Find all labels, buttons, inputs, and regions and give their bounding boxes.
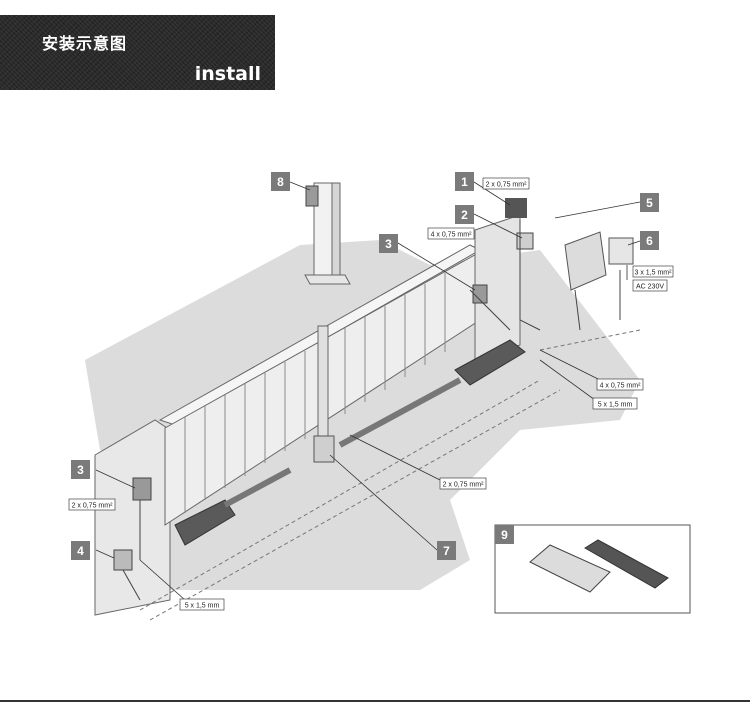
callout-8: 8 bbox=[271, 172, 290, 191]
bottom-divider bbox=[0, 700, 750, 702]
cable-label-1: 2 x 0,75 mm² bbox=[482, 177, 530, 190]
callout-5: 5 bbox=[640, 193, 659, 212]
photocell-post bbox=[304, 182, 351, 285]
svg-text:4 x 0,75 mm²: 4 x 0,75 mm² bbox=[431, 232, 473, 239]
release-lock bbox=[313, 435, 335, 463]
underground-conduit bbox=[139, 329, 641, 621]
callout-7: 7 bbox=[437, 541, 456, 560]
gate-motor-right bbox=[338, 339, 526, 448]
callout-4: 4 bbox=[71, 541, 90, 560]
flashing-light bbox=[505, 198, 527, 218]
svg-text:2 x 0,75 mm²: 2 x 0,75 mm² bbox=[486, 182, 528, 189]
svg-text:4: 4 bbox=[77, 544, 84, 558]
svg-text:3: 3 bbox=[77, 463, 84, 477]
control-box bbox=[564, 231, 607, 291]
leader-lines bbox=[95, 181, 641, 601]
callout-6: 6 bbox=[640, 231, 659, 250]
key-selector bbox=[113, 549, 133, 571]
key-switch bbox=[516, 232, 534, 250]
inset-panel-9: 9 bbox=[494, 524, 691, 614]
svg-text:9: 9 bbox=[501, 528, 508, 542]
header-title-cn: 安装示意图 bbox=[42, 34, 128, 53]
gate-structure bbox=[94, 214, 521, 616]
svg-text:AC 230V: AC 230V bbox=[636, 284, 664, 291]
cable-label-9: 5 x 1,5 mm bbox=[179, 598, 225, 611]
cable-lines bbox=[122, 220, 621, 601]
svg-text:2 x 0,75 mm²: 2 x 0,75 mm² bbox=[443, 482, 485, 489]
callout-1: 1 bbox=[455, 172, 474, 191]
svg-text:4 x 0,75 mm²: 4 x 0,75 mm² bbox=[600, 383, 642, 390]
svg-text:6: 6 bbox=[646, 234, 653, 248]
svg-text:1: 1 bbox=[461, 175, 468, 189]
cable-label-8: 2 x 0,75 mm² bbox=[68, 498, 116, 511]
cable-label-7: 2 x 0,75 mm² bbox=[439, 477, 487, 490]
svg-text:2: 2 bbox=[461, 208, 468, 222]
header-title-en: install bbox=[194, 63, 261, 85]
cable-label-6: 5 x 1,5 mm bbox=[592, 397, 638, 410]
gate-motor-left bbox=[174, 467, 292, 546]
cable-label-3: 3 x 1,5 mm² bbox=[632, 265, 674, 278]
callout-3-right: 3 bbox=[379, 234, 398, 253]
cable-label-2: 4 x 0,75 mm² bbox=[427, 227, 475, 240]
main-switch bbox=[608, 237, 634, 265]
svg-text:3: 3 bbox=[385, 237, 392, 251]
svg-text:2 x 0,75 mm²: 2 x 0,75 mm² bbox=[72, 503, 114, 510]
photocell-left bbox=[132, 477, 152, 501]
svg-text:5 x 1,5 mm: 5 x 1,5 mm bbox=[185, 603, 220, 610]
mounting-bracket-icon bbox=[529, 544, 611, 593]
svg-text:5 x 1,5 mm: 5 x 1,5 mm bbox=[598, 402, 633, 409]
svg-text:3 x 1,5 mm²: 3 x 1,5 mm² bbox=[635, 270, 673, 277]
callout-3-left: 3 bbox=[71, 460, 90, 479]
svg-text:5: 5 bbox=[646, 196, 653, 210]
svg-text:7: 7 bbox=[443, 544, 450, 558]
release-key-icon bbox=[584, 539, 669, 589]
photocell-right bbox=[472, 284, 488, 304]
callout-2: 2 bbox=[455, 205, 474, 224]
cable-label-5: 4 x 0,75 mm² bbox=[596, 378, 644, 391]
svg-text:8: 8 bbox=[277, 175, 284, 189]
cable-label-4: AC 230V bbox=[632, 279, 668, 292]
section-header: 安装示意图 install bbox=[0, 15, 275, 90]
